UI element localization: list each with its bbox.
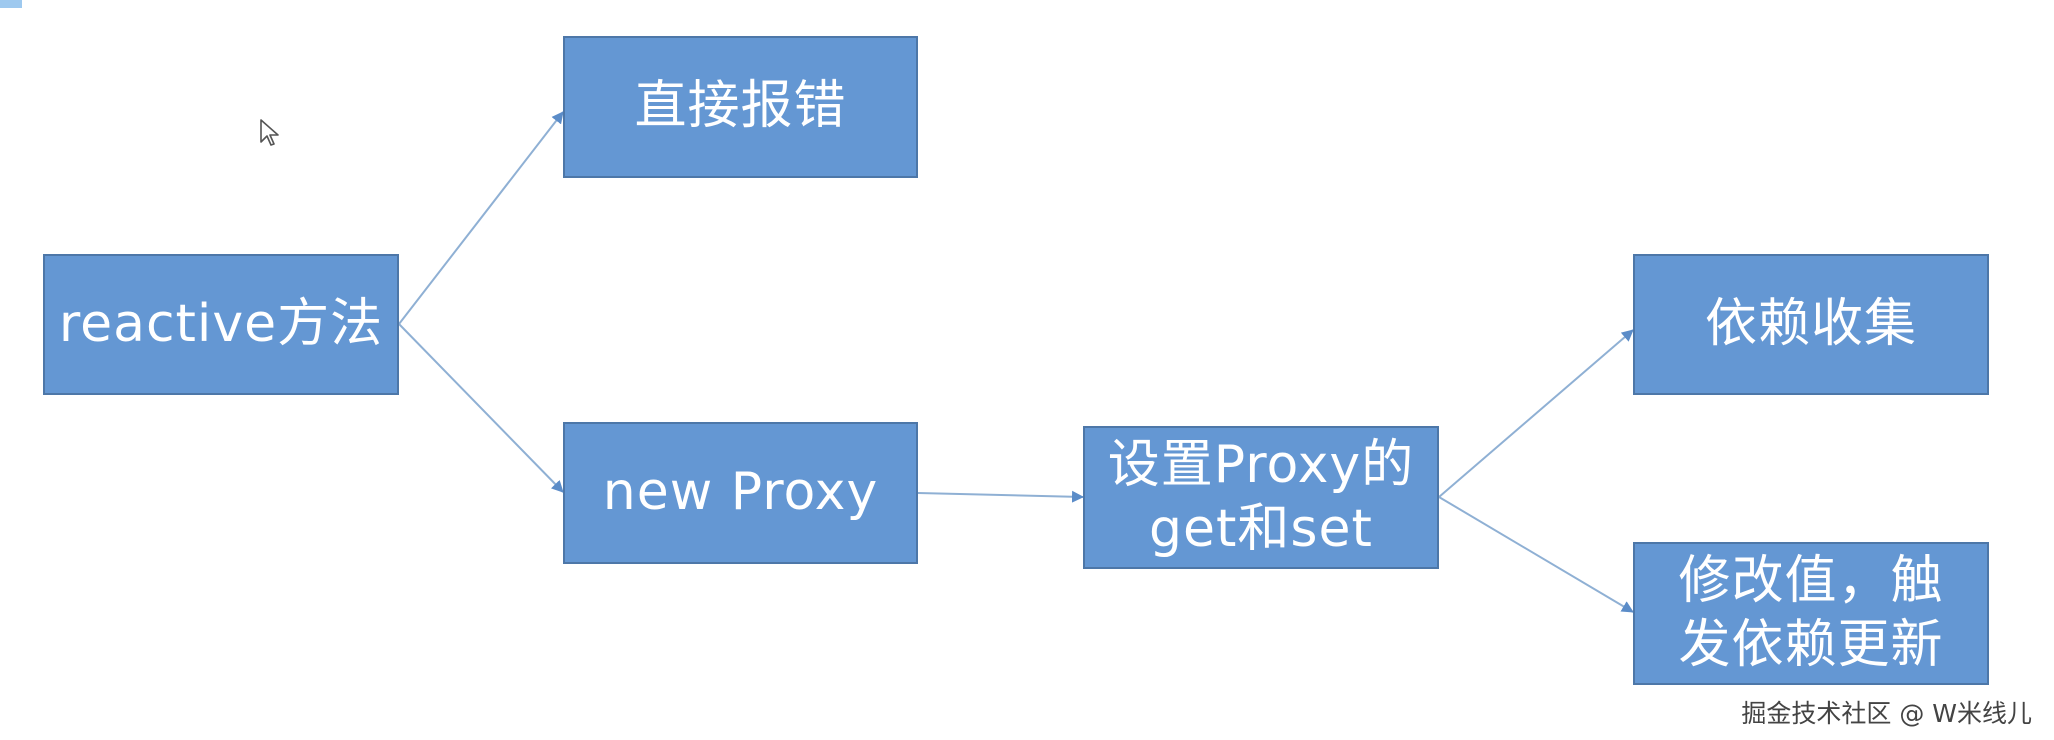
edge-getset-to-trigger [1438, 496, 1634, 613]
node-direct-error: 直接报错 [563, 36, 918, 178]
edge-reactive-to-error [398, 111, 564, 325]
node-set-proxy-get-set: 设置Proxy的 get和set [1083, 426, 1439, 569]
edge-reactive-to-proxy [398, 323, 564, 493]
node-getset-label-line2: get和set [1149, 498, 1373, 559]
node-trigger-update: 修改值，触 发依赖更新 [1633, 542, 1989, 685]
mouse-cursor-icon [260, 119, 279, 146]
node-proxy-label: new Proxy [602, 462, 879, 523]
watermark: 掘金技术社区 @ W米线儿 [1741, 699, 2032, 728]
node-reactive-label: reactive方法 [58, 293, 384, 354]
node-trigger-label-line1: 修改值，触 [1678, 551, 1944, 612]
node-trigger-label-line2: 发依赖更新 [1678, 614, 1944, 675]
node-new-proxy: new Proxy [563, 422, 918, 564]
node-collect-label: 依赖收集 [1704, 293, 1917, 354]
edge-proxy-to-getset [917, 490, 1084, 503]
edge-getset-to-collect [1438, 329, 1634, 498]
node-error-label: 直接报错 [634, 76, 847, 137]
node-dependency-collect: 依赖收集 [1633, 254, 1989, 395]
node-reactive-method: reactive方法 [43, 254, 399, 395]
corner-marker [0, 0, 22, 8]
node-getset-label-line1: 设置Proxy的 [1107, 435, 1415, 496]
